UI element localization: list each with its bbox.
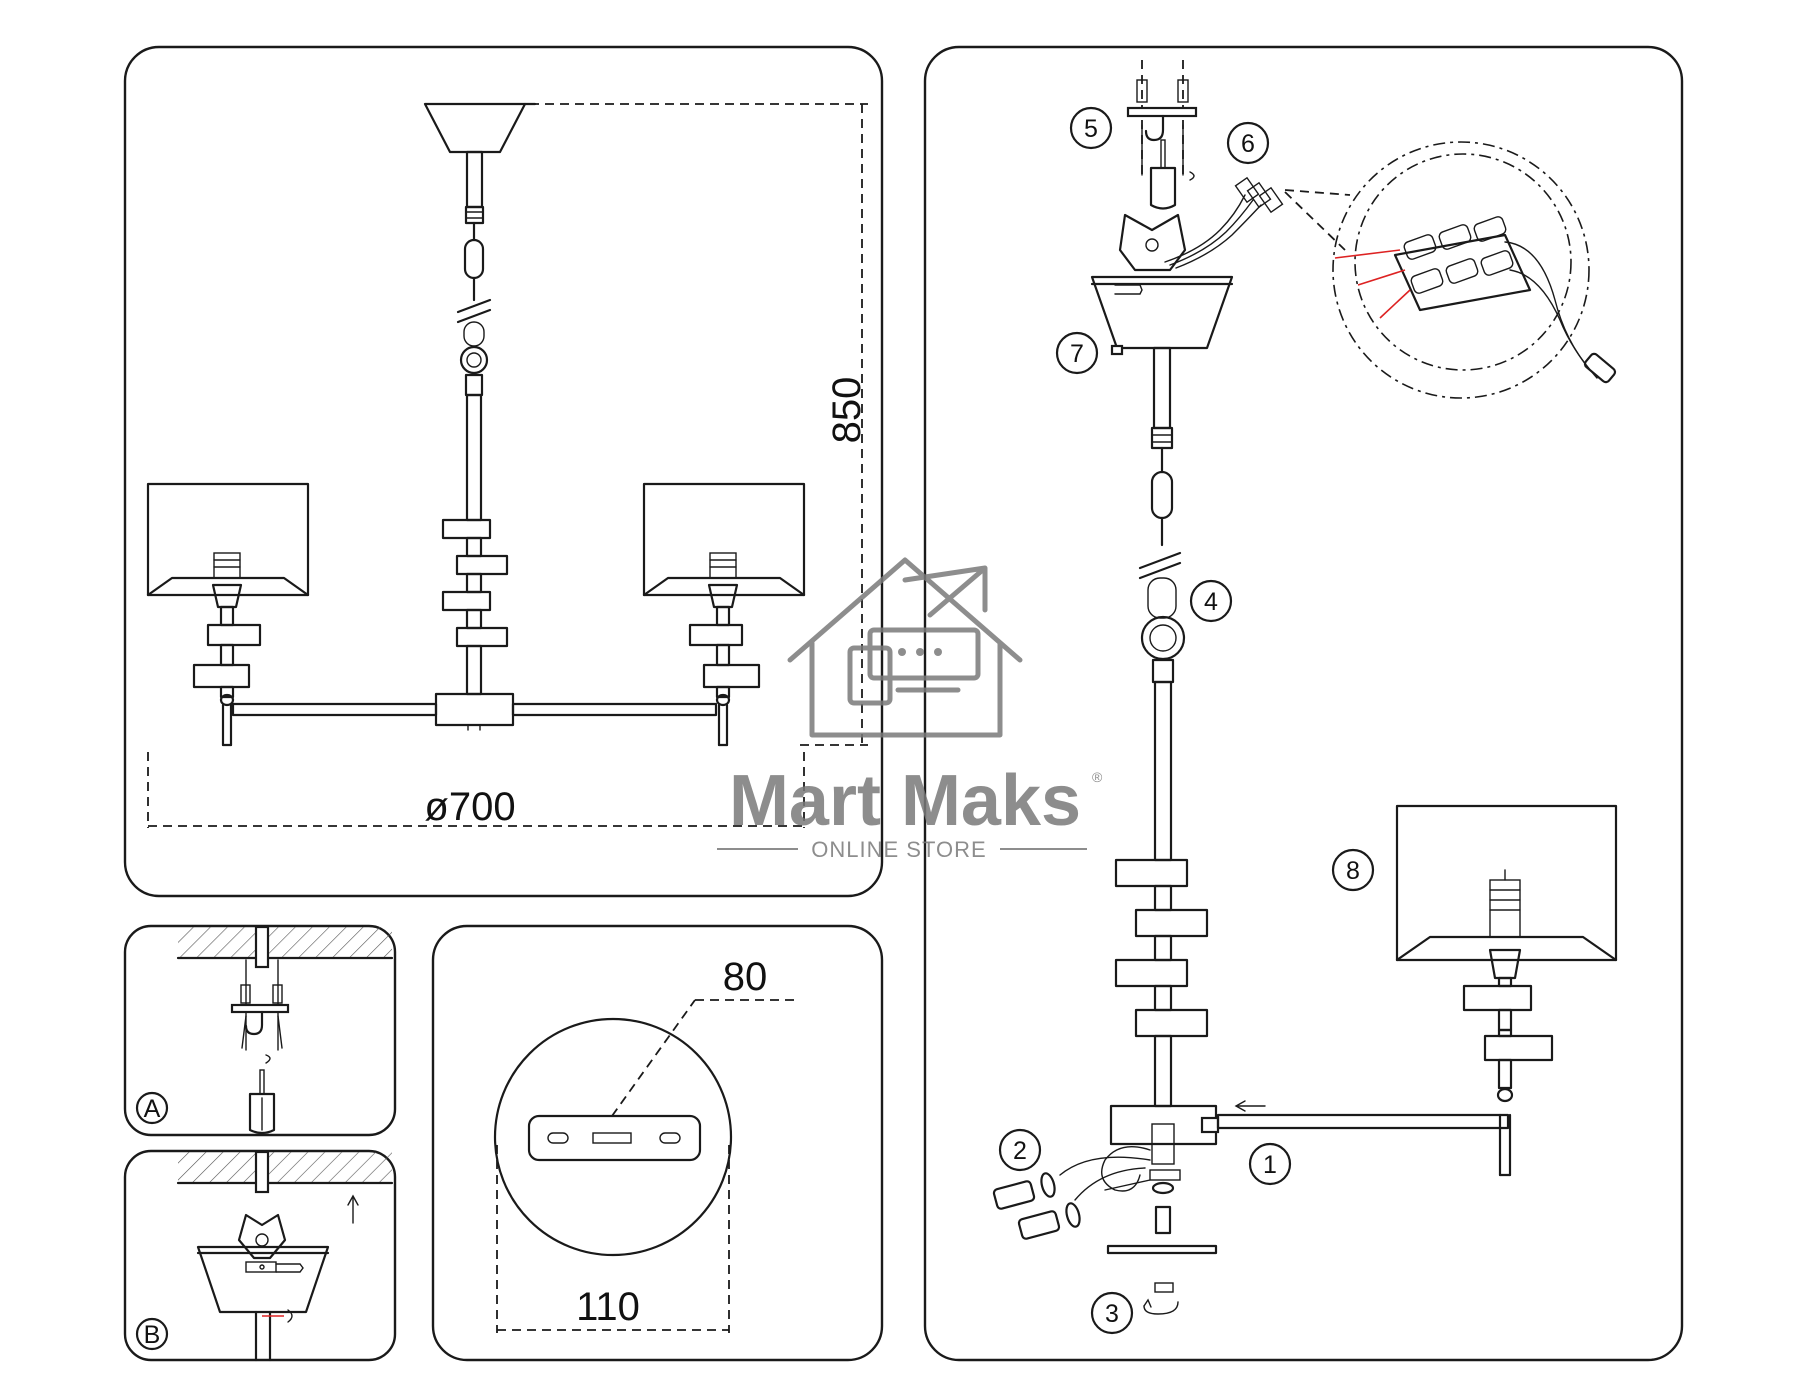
watermark-tagline: ONLINE STORE bbox=[811, 837, 986, 862]
step-6-number: 6 bbox=[1241, 130, 1255, 158]
step-5-number: 5 bbox=[1084, 115, 1098, 143]
step-3-number: 3 bbox=[1105, 1300, 1119, 1328]
height-dimension: 850 bbox=[825, 377, 869, 444]
step-2-number: 2 bbox=[1013, 1137, 1027, 1165]
step-1-number: 1 bbox=[1263, 1151, 1277, 1179]
right-lamp-drawing bbox=[642, 482, 806, 747]
canopy-width-dimension: 110 bbox=[576, 1285, 640, 1329]
panel-a-label: A bbox=[144, 1095, 161, 1123]
assembly-steps-panel: 5 6 bbox=[923, 45, 1684, 1362]
panel-b-label: B bbox=[144, 1321, 161, 1349]
diameter-dimension: ø700 bbox=[424, 785, 515, 829]
overall-dimensions-panel: 850 ø700 bbox=[123, 45, 884, 898]
step-8-number: 8 bbox=[1346, 857, 1360, 885]
watermark-registered: ® bbox=[1092, 769, 1103, 785]
mart-maks-watermark: Mart Maks ® ONLINE STORE bbox=[717, 557, 1103, 862]
left-lamp-drawing bbox=[146, 482, 310, 747]
step-7-number: 7 bbox=[1070, 340, 1084, 368]
watermark-brand: Mart Maks bbox=[729, 761, 1081, 841]
house-logo-icon bbox=[787, 557, 1023, 738]
step-4-number: 4 bbox=[1204, 588, 1218, 616]
canopy-size-panel: 80 110 bbox=[431, 924, 884, 1362]
canopy-depth-dimension: 80 bbox=[723, 955, 768, 999]
mounting-panel-a: A bbox=[123, 924, 397, 1137]
mounting-panel-b: B bbox=[123, 1149, 397, 1362]
wiring-detail bbox=[1334, 216, 1617, 384]
